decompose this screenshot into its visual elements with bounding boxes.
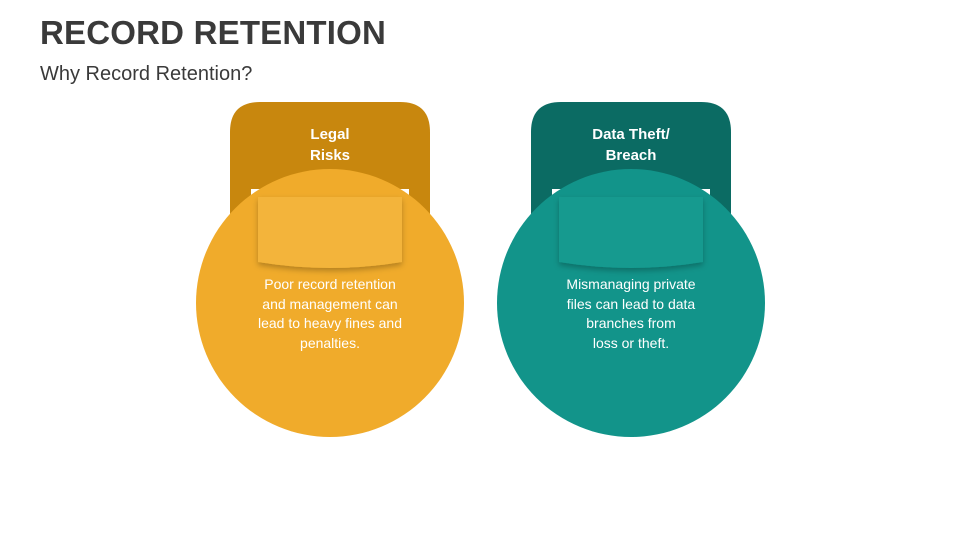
card-data-theft-breach: Data Theft/ Breach Mismanaging private f… xyxy=(496,102,766,442)
card-description: Poor record retention and management can… xyxy=(258,276,402,351)
slide-title: RECORD RETENTION xyxy=(40,14,387,51)
card-graphic xyxy=(497,102,765,437)
card-legal-risks: Legal Risks Poor record retention and ma… xyxy=(195,102,465,442)
card-description: Mismanaging private files can lead to da… xyxy=(566,276,696,351)
card-flap xyxy=(258,197,402,268)
card-heading: Data Theft/ Breach xyxy=(592,126,670,164)
card-flap xyxy=(559,197,703,268)
card-heading: Legal Risks xyxy=(309,126,351,164)
slide-subtitle: Why Record Retention? xyxy=(40,63,253,85)
card-graphic xyxy=(196,102,464,437)
